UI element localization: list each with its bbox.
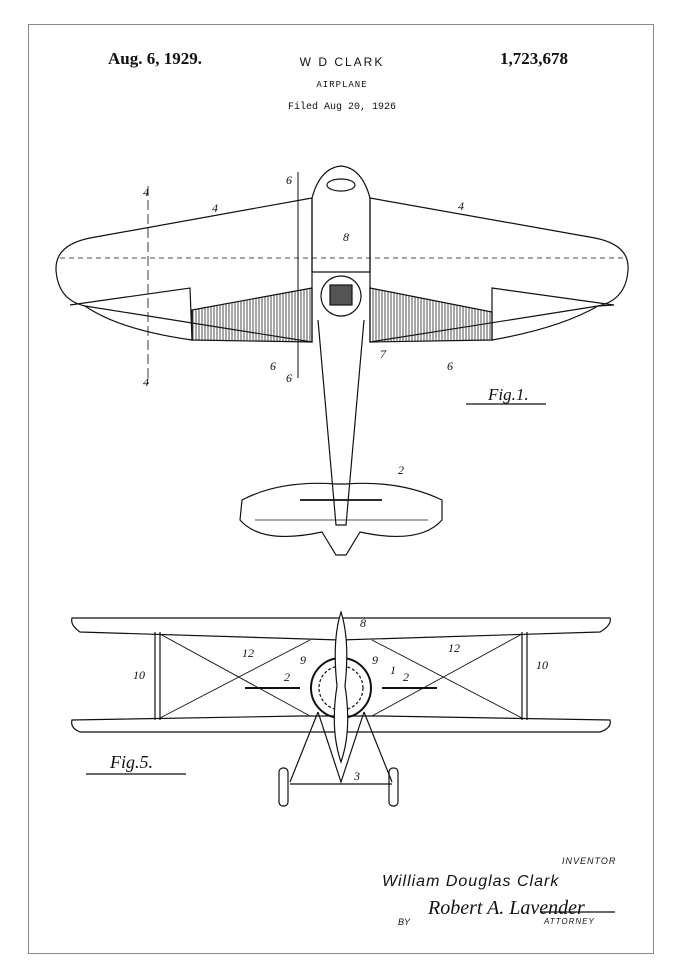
top-wing xyxy=(71,617,611,641)
label-10: 10 xyxy=(536,658,548,672)
label-12: 12 xyxy=(242,646,254,660)
label-1: 1 xyxy=(390,663,396,677)
wing-hatched-right xyxy=(369,287,493,343)
inventor-label: INVENTOR xyxy=(562,856,617,866)
aileron-right xyxy=(491,287,615,341)
label-4: 4 xyxy=(212,201,218,215)
propeller xyxy=(333,610,349,764)
label-8: 8 xyxy=(343,230,349,244)
label-9: 9 xyxy=(372,653,378,667)
fig1-caption: Fig.1. xyxy=(487,385,529,404)
label-8: 8 xyxy=(360,616,366,630)
cowl-opening xyxy=(326,178,356,192)
label-6: 6 xyxy=(447,359,453,373)
attorney-signature: Robert A. Lavender xyxy=(428,897,585,919)
inventor-short-name: W D CLARK xyxy=(299,55,385,69)
horizontal-tail xyxy=(239,482,443,556)
label-2: 2 xyxy=(284,670,290,684)
label-2: 2 xyxy=(403,670,409,684)
attorney-label: ATTORNEY xyxy=(544,917,595,926)
label-10: 10 xyxy=(133,668,145,682)
label-3: 3 xyxy=(353,769,360,783)
fuselage-tail xyxy=(317,319,365,526)
lower-wing xyxy=(71,715,611,733)
patent-date: Aug. 6, 1929. xyxy=(108,49,202,68)
label-4: 4 xyxy=(143,185,149,199)
patent-number: 1,723,678 xyxy=(500,49,568,68)
landing-gear xyxy=(289,711,393,785)
label-12: 12 xyxy=(448,641,460,655)
wheel-right xyxy=(388,767,399,807)
by-label: BY xyxy=(398,917,411,927)
wheel-left xyxy=(278,767,289,807)
fig1-top-view xyxy=(55,165,629,556)
label-4: 4 xyxy=(458,199,464,213)
label-2: 2 xyxy=(398,463,404,477)
fuselage-nose xyxy=(311,165,371,273)
cockpit xyxy=(320,275,362,317)
cockpit-seat xyxy=(329,284,353,306)
label-9: 9 xyxy=(300,653,306,667)
page-border xyxy=(28,24,654,954)
label-7: 7 xyxy=(380,347,387,361)
label-6: 6 xyxy=(270,359,276,373)
filed-date: Filed Aug 20, 1926 xyxy=(287,102,397,113)
label-4: 4 xyxy=(143,375,149,389)
inventor-name: William Douglas Clark xyxy=(382,873,560,890)
bracing-wires xyxy=(159,633,523,719)
wing-hatched-left xyxy=(191,287,313,343)
aileron-left xyxy=(69,287,193,341)
label-6: 6 xyxy=(286,173,292,187)
label-6: 6 xyxy=(286,371,292,385)
fig5-front-view xyxy=(71,610,611,807)
engine-cylinders xyxy=(318,665,364,711)
upper-wing-outline xyxy=(55,197,629,343)
patent-title: AIRPLANE xyxy=(316,80,368,90)
fig5-caption: Fig.5. xyxy=(109,752,153,772)
